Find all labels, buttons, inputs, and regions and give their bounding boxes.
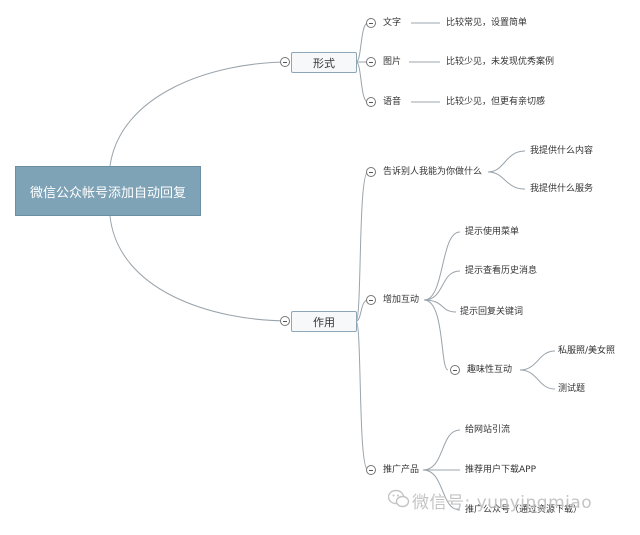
interact-child-menu[interactable]: 提示使用菜单 [465,227,520,237]
topic-role-label: 作用 [313,315,335,329]
connector-interact-menu [423,231,461,301]
connector-form-voice [355,61,369,103]
role-tell[interactable]: 告诉别人我能为你做什么 [383,167,483,177]
connector-interact-keyword [423,299,457,313]
promote-child-site[interactable]: 给网站引流 [465,425,511,435]
fun-child-quiz[interactable]: 测试题 [558,384,586,394]
promote-child-account[interactable]: 推广公众号（通过资源下载） [465,505,583,515]
form-item-image-note[interactable]: 比较少见，未发现优秀案例 [446,57,555,67]
connector-root-form [109,61,291,167]
connector-root-role [109,215,291,322]
connector-tell-service [487,171,526,190]
connector-promote-account [422,469,461,511]
collapse-text-icon[interactable] [366,18,376,28]
interact-child-keyword[interactable]: 提示回复关键词 [460,307,524,317]
collapse-tell-icon[interactable] [366,167,376,177]
form-item-voice-note[interactable]: 比较少见，但更有亲切感 [446,97,546,107]
connector-interact-history [423,270,461,301]
collapse-fun-icon[interactable] [450,365,460,375]
root-topic-label: 微信公众帐号添加自动回复 [29,185,186,201]
topic-form-label: 形式 [313,56,335,70]
connector-promote-site [422,429,461,471]
promote-child-app[interactable]: 推荐用户下载APP [465,465,537,475]
connector-interact-fun [423,299,449,371]
watermark-text: 微信号: yunyingmiao [412,493,593,513]
connector-fun-photo [519,350,556,371]
collapse-voice-icon[interactable] [366,97,376,107]
role-interact[interactable]: 增加互动 [383,295,420,305]
collapse-image-icon[interactable] [366,57,376,67]
tell-child-content[interactable]: 我提供什么内容 [530,146,594,156]
collapse-promote-icon[interactable] [366,465,376,475]
topic-form[interactable]: 形式 [291,52,357,73]
fun-child-photo[interactable]: 私服照/美女照 [558,346,616,356]
root-topic[interactable]: 微信公众帐号添加自动回复 [15,166,201,216]
form-item-text-note[interactable]: 比较常见，设置简单 [446,18,528,28]
interact-fun[interactable]: 趣味性互动 [467,365,513,375]
collapse-interact-icon[interactable] [366,295,376,305]
collapse-form-icon[interactable] [280,57,290,67]
form-item-text[interactable]: 文字 [383,18,402,28]
role-promote[interactable]: 推广产品 [383,465,420,475]
connector-role-tell [355,171,369,322]
topic-role[interactable]: 作用 [291,311,357,332]
form-item-voice[interactable]: 语音 [383,97,402,107]
connector-form-text [355,22,369,63]
form-item-image[interactable]: 图片 [383,57,402,67]
connector-fun-quiz [519,369,556,390]
wechat-logo-icon [388,489,410,508]
tell-child-service[interactable]: 我提供什么服务 [530,184,594,194]
collapse-role-icon[interactable] [280,316,290,326]
interact-child-history[interactable]: 提示查看历史消息 [465,266,538,276]
connector-tell-content [487,150,526,173]
connector-role-promote [355,320,369,471]
